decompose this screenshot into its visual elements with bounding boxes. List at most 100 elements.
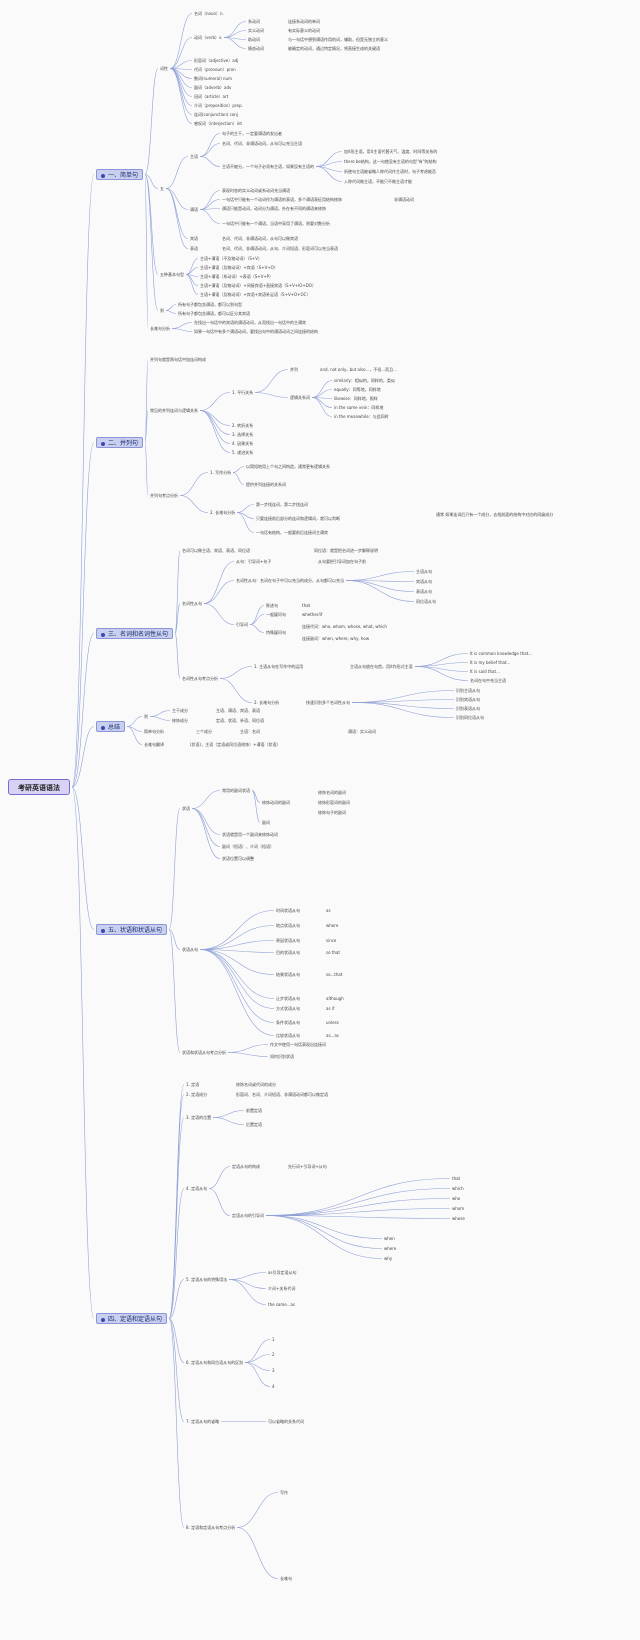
node-nc-item-right[interactable]: 从句要把引导词加在句子前 — [318, 559, 366, 564]
node-adv-type-7[interactable]: 条件状语从句 — [276, 1020, 300, 1025]
node-adv-type-2[interactable]: 原因状语从句 — [276, 938, 300, 943]
section-node-simple-sentence[interactable]: 一、简单句 — [96, 169, 144, 180]
node-adv-exam[interactable]: 状语和状语从句考点分析 — [182, 1050, 226, 1055]
node-sum-simple-desc[interactable]: 三个成分 — [196, 729, 212, 734]
node-cs-analysis-2-right[interactable]: 通常 如果连词后只有一个成分，去找前面的结构中对应的同级成分 — [436, 512, 554, 517]
node-predicate-3[interactable]: 一句话中只能有一个谓语，当语中采用了谓语，则要对数分析 — [222, 221, 330, 226]
node-rule-0[interactable]: 所有句子都包含谓语，都可以到句型 — [178, 302, 242, 307]
node-sum-long[interactable]: 长难句翻译 — [144, 742, 164, 747]
node-adv-word-8[interactable]: as...as — [326, 1033, 339, 1038]
node-pattern-2[interactable]: 主语+谓语（系动词）+表语（S+V+P） — [200, 274, 274, 279]
node-pattern-4[interactable]: 主语+谓语（及物动词）+宾语+宾语补足语（S+V+O+OC） — [200, 292, 311, 297]
node-attr-4[interactable]: 5. 定语从句的特殊用法 — [186, 1277, 228, 1282]
node-pattern-0[interactable]: 主语+谓语（不及物动词）（S+V） — [200, 256, 262, 261]
node-five[interactable]: 五 — [160, 186, 164, 191]
node-attr-rel-1[interactable]: which — [452, 1186, 464, 1191]
node-predicate-2[interactable]: 谓语只能是动词，动词分为谓语，外在有不同的谓语来修饰 — [222, 206, 326, 211]
node-adv-word-7[interactable]: unless — [326, 1020, 339, 1025]
section-node-noun-clause[interactable]: 三、名词和名词性从句 — [96, 628, 174, 639]
node-adv-word-6[interactable]: as if — [326, 1006, 335, 1011]
node-attr-special-2[interactable]: the same...as — [268, 1302, 296, 1307]
node-adv-exam-0[interactable]: 作文中使用一句话表现出连接词 — [270, 1042, 326, 1047]
node-nc-intro-r1[interactable]: whether/if — [302, 612, 323, 617]
node-attr-def[interactable]: 修饰名词或代词的成分 — [236, 1082, 276, 1087]
node-pattern-1[interactable]: 主语+谓语（及物动词）+宾语（S+V+O） — [200, 265, 278, 270]
node-subject-1[interactable]: 名词、代词、非谓语动词，从句可以充当主语 — [222, 141, 302, 146]
node-attr-rel-7[interactable]: why — [384, 1256, 393, 1261]
node-adv-2[interactable]: 副词 — [262, 820, 270, 825]
node-adv[interactable]: 状语 — [182, 806, 190, 811]
node-attr-exam-1[interactable]: 长难句 — [280, 1576, 292, 1581]
node-adv-word-0[interactable]: as — [326, 908, 331, 913]
node-adv-word-4[interactable]: so...that — [326, 972, 343, 977]
node-nc-exam-1-list-3[interactable]: 名词在句中充当主语 — [470, 678, 506, 683]
node-subject-2[interactable]: 主语不被分，一个句子必须有主语，如果没有主语的 — [222, 164, 314, 169]
node-nc-exam-1-list-1[interactable]: It is my belief that... — [470, 660, 511, 665]
node-adv-1[interactable]: 修饰动词的副词 — [262, 800, 290, 805]
node-nc-intro-r2[interactable]: 连接代词：who, whom, whose, what, which — [302, 624, 387, 629]
node-adv-r2[interactable]: 修饰句子的副词 — [318, 810, 346, 815]
node-pos-8[interactable]: 连词(conjunction) conj — [194, 112, 238, 117]
node-attr-7[interactable]: 8. 定语和定语从句考点分析 — [186, 1525, 236, 1530]
node-cs-analysis-2-0[interactable]: 第一步找连词，第二步找连词 — [256, 502, 308, 507]
node-predicate[interactable]: 谓语 — [190, 207, 198, 212]
node-cs-rel-4[interactable]: 5. 递进关系 — [232, 450, 254, 455]
section-node-compound-sentence[interactable]: 二、并列句 — [96, 437, 144, 448]
node-attr-exam-0[interactable]: 写作 — [280, 1490, 288, 1495]
node-nc-intro-r0[interactable]: that — [302, 603, 311, 608]
node-adv-type-5[interactable]: 让步状语从句 — [276, 996, 300, 1001]
node-sum-simple[interactable]: 简单句分析 — [144, 729, 164, 734]
node-attr-rel-2[interactable]: who — [452, 1196, 461, 1201]
node-nc-exam-2[interactable]: 2. 长难句分析 — [254, 700, 280, 705]
node-cs-analysis-1-1[interactable]: 提供并列连接的关系词 — [246, 482, 286, 487]
node-cs-logic-0[interactable]: similarly：相似的，同样的，类似 — [334, 378, 395, 383]
node-pos-2[interactable]: 形容词（adjective）adj — [194, 58, 239, 63]
node-cs-logic-2[interactable]: likewise：同样地，照样 — [334, 396, 378, 401]
node-nc-role-2[interactable]: 表语从句 — [416, 589, 432, 594]
node-cs-logic-3[interactable]: in the same vein：同样地 — [334, 405, 384, 410]
node-nc-exam-2-list-1[interactable]: 识别宾语从句 — [456, 697, 480, 702]
node-pos-3[interactable]: 代词（pronoun）pron — [194, 67, 236, 72]
node-nc-exam[interactable]: 名词性从句考点分析 — [182, 676, 218, 681]
node-sum-main-desc[interactable]: 主语、谓语、宾语、表语 — [216, 708, 260, 713]
node-subject-0[interactable]: 句子的主干，一定要谓语的发出者 — [222, 131, 282, 136]
node-adv-type-0[interactable]: 时间状语从句 — [276, 908, 300, 913]
node-nc-item-1[interactable]: 名词性从句：名词在句子中可以充当的成分，从句都可以充当 — [236, 578, 344, 583]
node-object[interactable]: 宾语 — [190, 236, 198, 241]
node-cs-logic[interactable]: 逻辑关系词 — [290, 395, 310, 400]
node-adv-type-4[interactable]: 结果状语从句 — [276, 972, 300, 977]
node-verb-2[interactable]: 助动词 — [248, 37, 260, 42]
node-cs-rel-1[interactable]: 2. 转折关系 — [232, 423, 254, 428]
node-cs-analysis[interactable]: 并列句考点分析 — [150, 493, 178, 498]
node-attr-pos-0[interactable]: 前置定语 — [246, 1108, 262, 1113]
root-node[interactable]: 考研英语语法 — [8, 779, 70, 795]
node-nc-exam-2-list-2[interactable]: 识别表语从句 — [456, 706, 480, 711]
node-nc-intro-2[interactable]: 特殊疑问句 — [266, 630, 286, 635]
node-attr-3[interactable]: 4. 定语从句 — [186, 1186, 208, 1191]
node-sum-mod[interactable]: 修饰成分 — [172, 718, 188, 723]
node-verb-3[interactable]: 情态动词 — [248, 46, 264, 51]
node-adv-d2[interactable]: 状语位置可以调整 — [222, 856, 254, 861]
node-attr-diff-0[interactable]: 1 — [272, 1337, 275, 1342]
node-attr-structure[interactable]: 定语从句的构成 — [232, 1164, 260, 1169]
node-pos-9[interactable]: 感叹词（interjection）int — [194, 121, 242, 126]
node-pos-7[interactable]: 介词（preposition）prep. — [194, 103, 243, 108]
node-nc-exam-2-desc[interactable]: 快速识别多个名词性从句 — [306, 700, 350, 705]
node-predicative[interactable]: 表语 — [190, 246, 198, 251]
node-adv-d1[interactable]: 副词（短语）、介词（短语） — [222, 844, 274, 849]
node-nc-introducer[interactable]: 引导词 — [236, 622, 248, 627]
node-analysis-0[interactable]: 先找出一句话中的宾语的谓语动词，从而找出一句话中的主谓宾 — [194, 320, 306, 325]
node-attr-special-0[interactable]: as引导定语从句 — [268, 1270, 297, 1275]
node-cs-bing[interactable]: 并列 — [290, 367, 298, 372]
node-nc-intro-r3[interactable]: 连接副词：when, where, why, how — [302, 636, 370, 641]
node-adv-word-2[interactable]: since — [326, 938, 337, 943]
node-subject-sub-3[interactable]: 入称代词做主语，不能只不做主语才能 — [344, 179, 412, 184]
node-adv-r1[interactable]: 修饰形容词的副词 — [318, 800, 350, 805]
node-cs-logic-4[interactable]: in the meanwhile：与此同时 — [334, 414, 389, 419]
node-adv-d0[interactable]: 状语就是用一个副词来修饰动词 — [222, 832, 278, 837]
node-adv-word-3[interactable]: so that — [326, 950, 340, 955]
node-adv-type-3[interactable]: 目的状语从句 — [276, 950, 300, 955]
node-predicate-1[interactable]: 一句话中只能有一个动词作为谓语的表语，多个谓语表征用结构修饰 — [222, 197, 342, 202]
node-pattern-3[interactable]: 主语+谓语（及物动词）+间接宾语+直接宾语（S+V+IO+DO） — [200, 283, 316, 288]
node-nc-role-1[interactable]: 宾语从句 — [416, 579, 432, 584]
